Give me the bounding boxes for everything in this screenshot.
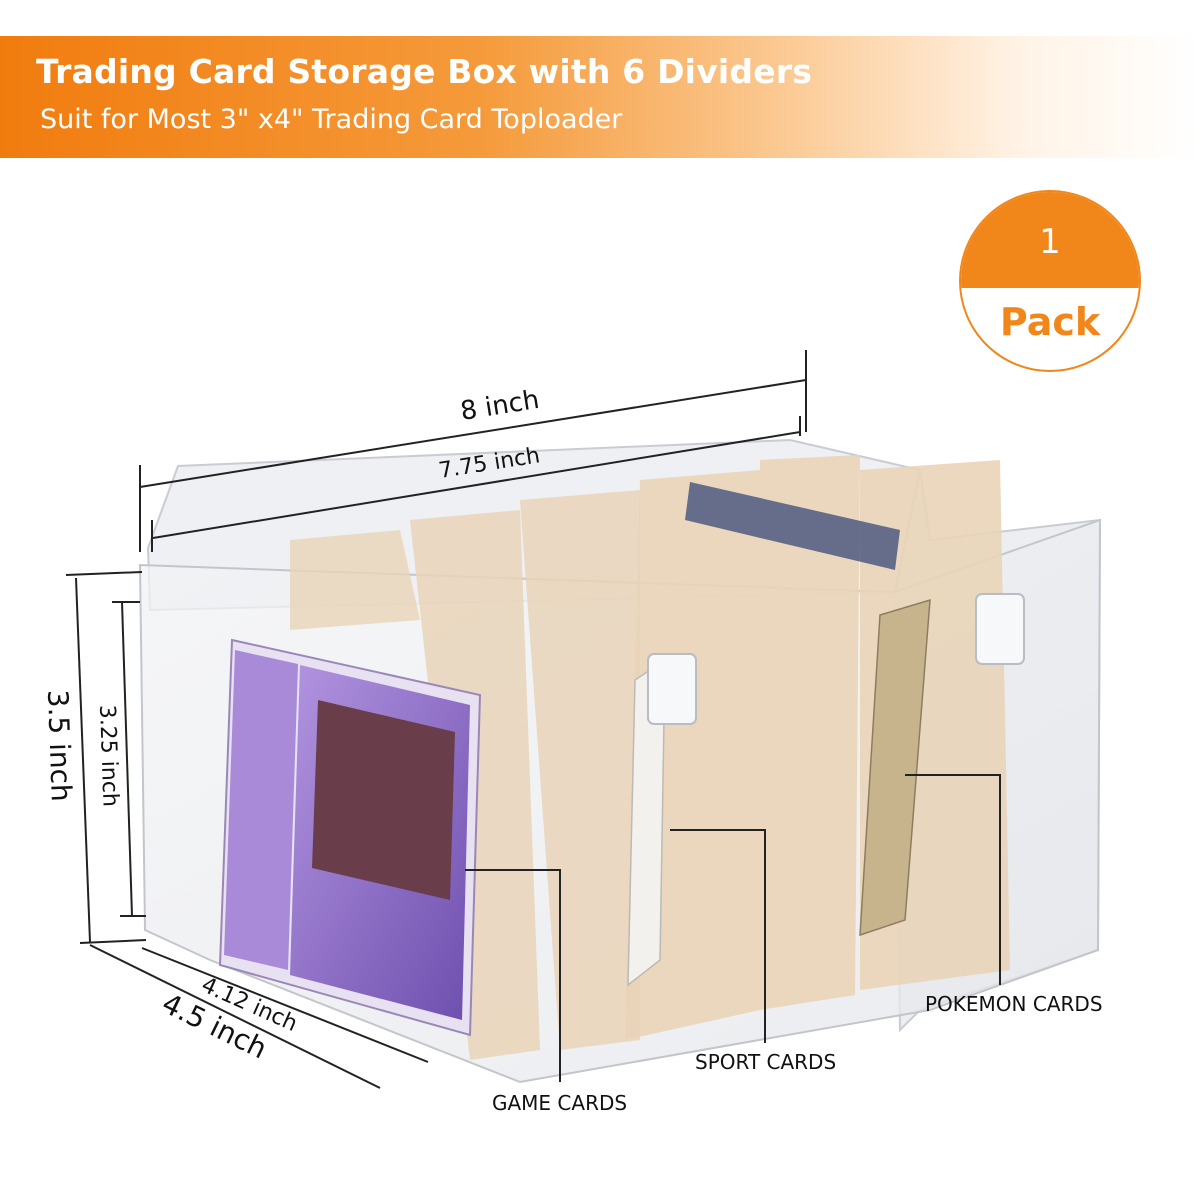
inner-height-label: 3.25 inch	[94, 704, 123, 807]
outer-height-line	[75, 577, 91, 943]
outer-length-label: 8 inch	[458, 385, 541, 427]
latch-right	[975, 593, 1025, 665]
inner-length-line	[152, 431, 801, 539]
product-subtitle: Suit for Most 3" x4" Trading Card Toploa…	[40, 104, 623, 135]
divider	[290, 530, 420, 630]
pokemon-cards	[685, 482, 931, 937]
pokemon-cards-leader	[905, 774, 1001, 985]
pokemon-cards-label: POKEMON CARDS	[925, 992, 1103, 1016]
outer-height-label: 3.5 inch	[41, 689, 78, 802]
game-cards-leader	[465, 869, 561, 1082]
header-banner	[0, 36, 1200, 158]
product-title: Trading Card Storage Box with 6 Dividers	[36, 52, 813, 91]
game-card	[218, 638, 482, 1037]
latch-left	[647, 653, 697, 725]
divider	[520, 490, 640, 1050]
pack-count: 1	[1039, 222, 1061, 262]
sport-cards-leader	[670, 829, 766, 1043]
inner-height-line	[121, 601, 133, 917]
pack-label: Pack	[999, 300, 1101, 344]
divider	[760, 455, 860, 1010]
sport-cards-label: SPORT CARDS	[695, 1050, 836, 1074]
game-cards-label: GAME CARDS	[492, 1091, 627, 1115]
outer-width-line	[89, 944, 381, 1089]
outer-length-line	[139, 379, 807, 488]
pack-badge-top	[961, 192, 1139, 288]
inner-width-line	[141, 947, 429, 1063]
pack-badge: 1 Pack	[959, 190, 1141, 372]
